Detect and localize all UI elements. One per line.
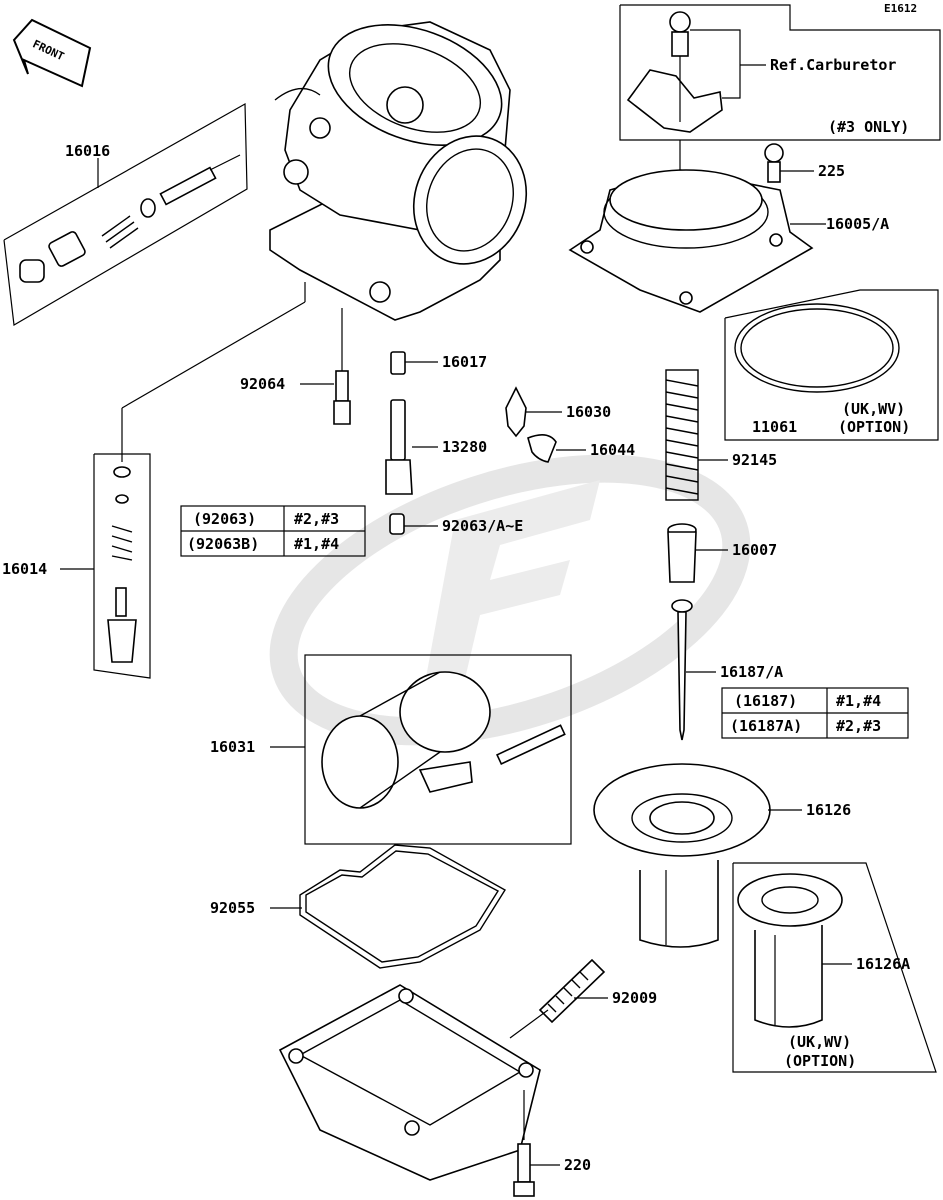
callout-92064: 92064 bbox=[240, 375, 285, 393]
part-16014-group bbox=[93, 453, 151, 679]
note-uk-wv-1: (UK,WV) bbox=[842, 400, 905, 418]
part-16126a-group: (UK,WV) (OPTION) bbox=[732, 862, 937, 1073]
part-92009 bbox=[538, 958, 606, 1024]
callout-16014: 16014 bbox=[2, 560, 47, 578]
table-92063: (92063) #2,#3 (92063B) #1,#4 bbox=[180, 505, 366, 557]
table-16187-row0-part: (16187) bbox=[734, 692, 797, 710]
part-11061-group: 11061 (UK,WV) (OPTION) bbox=[724, 289, 939, 441]
carburetor-body bbox=[269, 21, 528, 321]
front-arrow-icon: FRONT bbox=[12, 18, 92, 88]
part-16030 bbox=[505, 386, 527, 438]
part-220 bbox=[513, 1090, 535, 1197]
callout-16005: 16005/A bbox=[826, 215, 889, 233]
callout-13280: 13280 bbox=[442, 438, 487, 456]
callout-225: 225 bbox=[818, 162, 845, 180]
callout-16016: 16016 bbox=[65, 142, 110, 160]
callout-92145: 92145 bbox=[732, 451, 777, 469]
diagram-code: E1612 bbox=[884, 2, 917, 15]
float-bowl bbox=[278, 984, 541, 1181]
callout-16126: 16126 bbox=[806, 801, 851, 819]
note-ref-carburetor: Ref.Carburetor bbox=[770, 56, 896, 74]
table-16187: (16187) #1,#4 (16187A) #2,#3 bbox=[721, 687, 909, 739]
callout-92063: 92063/A~E bbox=[442, 517, 523, 535]
part-92064 bbox=[333, 370, 351, 425]
part-225 bbox=[764, 143, 784, 183]
table-92063-row1-cyl: #1,#4 bbox=[294, 535, 339, 553]
callout-16126a: 16126A bbox=[856, 955, 910, 973]
callout-16030: 16030 bbox=[566, 403, 611, 421]
callout-11061: 11061 bbox=[752, 418, 797, 436]
callout-16017: 16017 bbox=[442, 353, 487, 371]
table-16187-row1-cyl: #2,#3 bbox=[836, 717, 881, 735]
note-third-only: (#3 ONLY) bbox=[828, 118, 909, 136]
table-16187-row1-part: (16187A) bbox=[730, 717, 802, 735]
part-92145 bbox=[665, 369, 699, 501]
callout-92009: 92009 bbox=[612, 989, 657, 1007]
part-92055 bbox=[299, 844, 506, 969]
callout-16007: 16007 bbox=[732, 541, 777, 559]
table-92063-row0-cyl: #2,#3 bbox=[294, 510, 339, 528]
table-92063-row0-part: (92063) bbox=[193, 510, 256, 528]
part-92063 bbox=[389, 513, 405, 535]
callout-220: 220 bbox=[564, 1156, 591, 1174]
note-uk-wv-2: (UK,WV) bbox=[788, 1033, 851, 1051]
table-92063-row1-part: (92063B) bbox=[187, 535, 259, 553]
part-16017 bbox=[390, 351, 406, 375]
note-option-1: (OPTION) bbox=[838, 418, 910, 436]
ref-carburetor-group: Ref.Carburetor (#3 ONLY) bbox=[619, 4, 941, 141]
part-16016-group bbox=[3, 102, 248, 326]
callout-16044: 16044 bbox=[590, 441, 635, 459]
part-16126 bbox=[593, 763, 771, 948]
part-16044 bbox=[527, 434, 557, 463]
note-option-2: (OPTION) bbox=[784, 1052, 856, 1070]
watermark-logo bbox=[269, 454, 751, 746]
part-16005 bbox=[568, 169, 814, 313]
table-16187-row0-cyl: #1,#4 bbox=[836, 692, 881, 710]
callout-16031: 16031 bbox=[210, 738, 255, 756]
callout-16187: 16187/A bbox=[720, 663, 783, 681]
pilot-screw-assembly bbox=[19, 154, 241, 283]
part-13280 bbox=[385, 399, 413, 495]
callout-92055: 92055 bbox=[210, 899, 255, 917]
part-16187 bbox=[671, 599, 693, 741]
part-16007 bbox=[667, 523, 697, 583]
part-16031-group bbox=[304, 654, 572, 845]
